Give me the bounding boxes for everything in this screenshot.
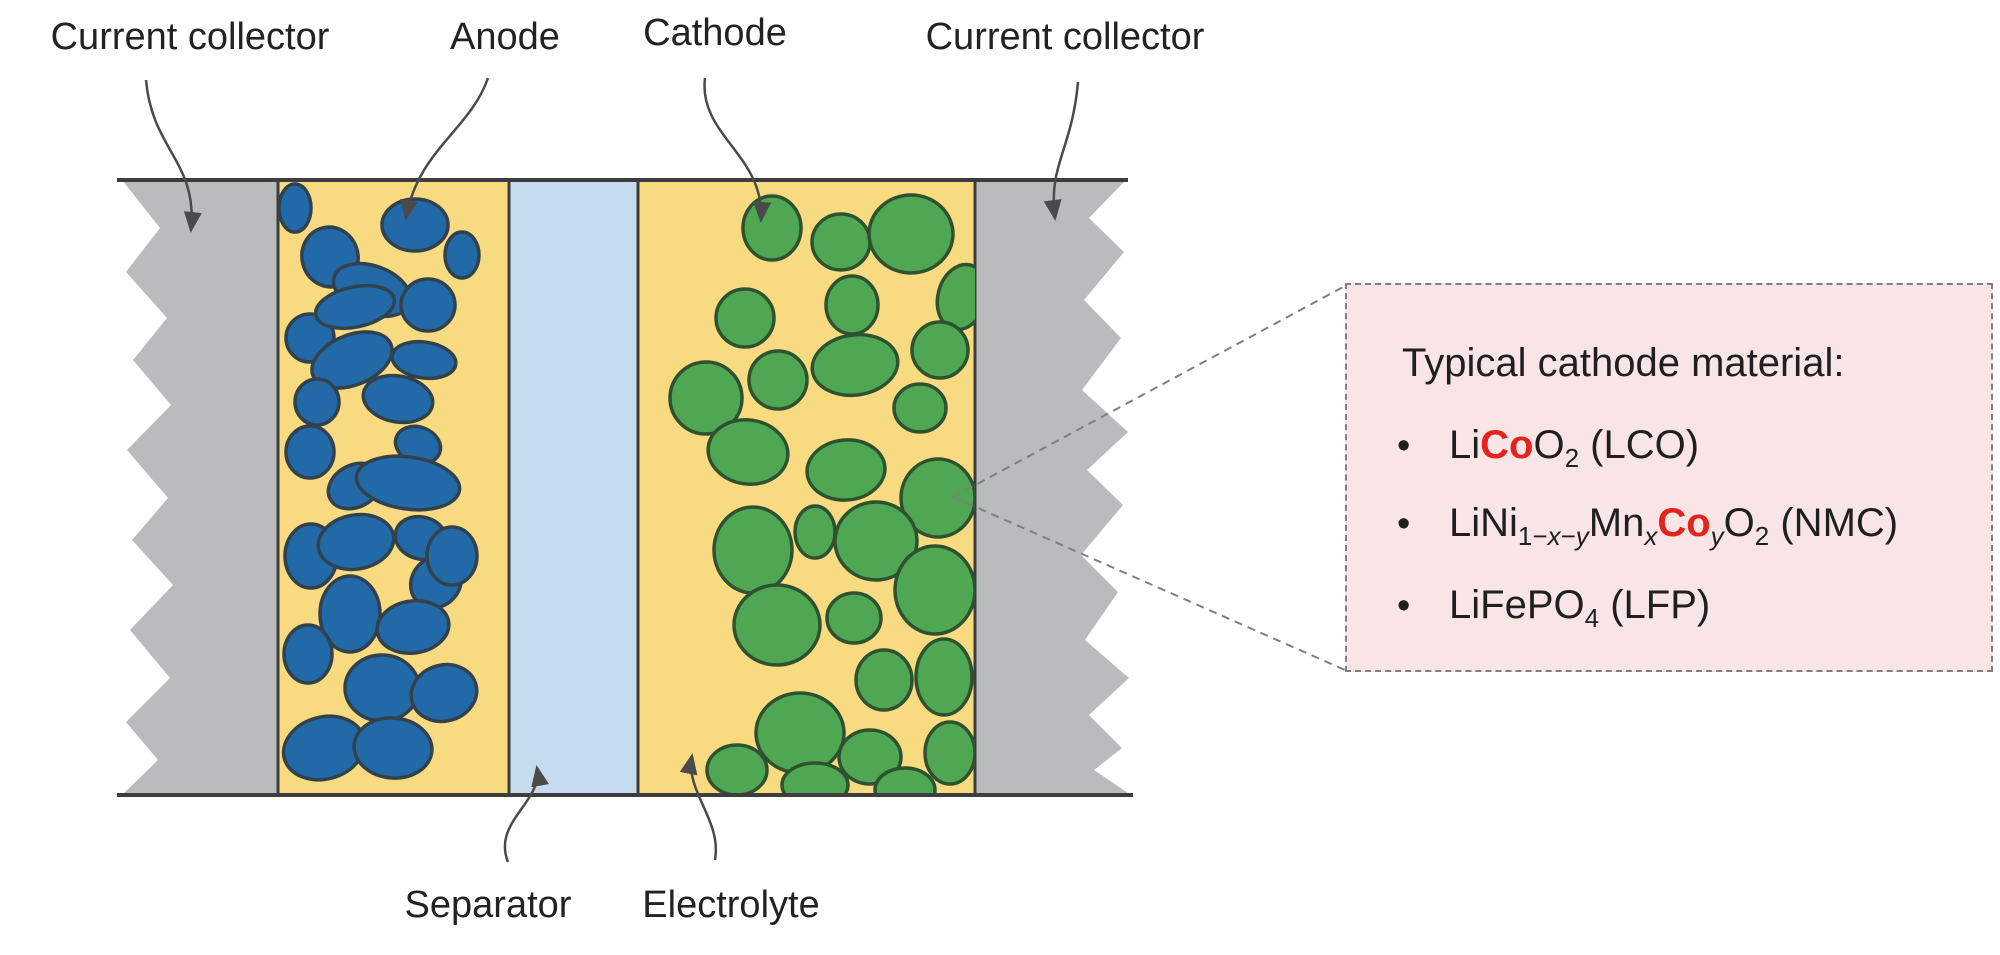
anode-particle (293, 377, 341, 427)
cathode-material-item-lco: • LiCoO2 (LCO) (1397, 423, 1699, 474)
cathode-particle (899, 457, 975, 539)
cathode-particle (833, 500, 919, 582)
anode-particle (352, 716, 434, 780)
chemical-formula: LiFePO4 (LFP) (1449, 583, 1711, 633)
chemical-formula: LiCoO2 (LCO) (1449, 423, 1700, 473)
anode-particle (310, 330, 394, 390)
zoom-callout-line-bottom (952, 496, 1346, 671)
anode-particle (361, 373, 435, 425)
cathode-material-item-lfp: • LiFePO4 (LFP) (1397, 583, 1710, 634)
bullet-icon: • (1397, 503, 1411, 545)
separator-arrow (503, 765, 549, 863)
cathode-particle (873, 766, 937, 795)
cathode-particle (668, 360, 744, 436)
anode-particle-group (278, 182, 481, 782)
current-collector-right-foil (975, 180, 1131, 795)
label-current-collector-left: Current collector (50, 16, 330, 58)
anode-particle (443, 230, 481, 280)
cathode-particle (892, 382, 948, 434)
cathode-particle (824, 274, 880, 336)
cathode-particle (732, 583, 822, 667)
cathode-particle (747, 349, 809, 411)
anode-particle (278, 182, 313, 234)
anode-particle (313, 283, 397, 331)
cathode-particle (867, 193, 955, 275)
cathode-material-item-nmc: • LiNi1−x−yMnxCoyO2 (NMC) (1397, 501, 1898, 552)
anode-particle (343, 653, 421, 723)
cathode-particle (805, 438, 887, 502)
current-collector-right-arrow (1043, 81, 1080, 221)
cathode-arrow (703, 77, 772, 223)
cathode-particle (714, 287, 776, 349)
anode-particle (390, 339, 458, 381)
label-current-collector-right: Current collector (925, 16, 1205, 58)
cathode-particle (837, 728, 903, 786)
separator-region (507, 178, 640, 797)
cathode-particle (705, 743, 769, 795)
cathode-particle (914, 637, 974, 717)
anode-arrow (400, 77, 490, 221)
cathode-particle (854, 648, 914, 712)
cathode-material-callout: Typical cathode material: •LiCoO2 (LCO)•… (1345, 283, 1993, 672)
label-electrolyte: Electrolyte (642, 884, 820, 926)
cathode-particle (741, 194, 803, 262)
anode-particle (399, 277, 457, 333)
current-collector-left-arrow (144, 79, 202, 233)
zoom-callout-line-top (952, 285, 1346, 498)
anode-particle (380, 197, 450, 253)
cathode-particle (712, 505, 794, 595)
cathode-particle (810, 212, 872, 272)
cathode-particle (810, 332, 900, 398)
cathode-particle (825, 591, 883, 645)
anode-particle (354, 454, 462, 512)
anode-particle (409, 662, 479, 724)
electrolyte-arrow (679, 753, 718, 861)
cathode-particle (780, 761, 850, 795)
cathode-particle (754, 691, 846, 775)
anode-particle (316, 512, 396, 572)
cathode-particle (893, 544, 975, 636)
anode-particle (282, 623, 334, 685)
anode-particle (375, 599, 451, 655)
cathode-particle (706, 418, 790, 486)
anode-particle (284, 424, 336, 480)
cathode-particle (793, 504, 837, 560)
bullet-icon: • (1397, 425, 1411, 467)
anode-particle (318, 574, 382, 654)
label-cathode: Cathode (643, 12, 787, 54)
label-separator: Separator (404, 884, 572, 926)
anode-particle (425, 525, 479, 587)
label-anode: Anode (450, 16, 560, 58)
current-collector-left-foil (122, 180, 278, 795)
chemical-formula: LiNi1−x−yMnxCoyO2 (NMC) (1449, 501, 1899, 551)
cathode-particle-group (668, 193, 975, 795)
callout-title: Typical cathode material: (1402, 341, 1845, 385)
cathode-particle (910, 320, 970, 380)
bullet-icon: • (1397, 585, 1411, 627)
cathode-particle (923, 720, 975, 786)
